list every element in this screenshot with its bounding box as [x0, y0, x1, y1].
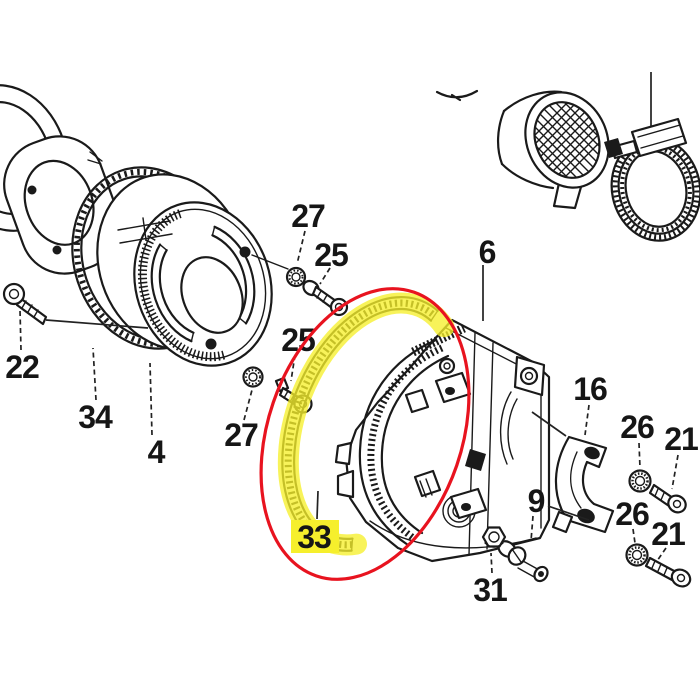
- mesh-tube: [497, 90, 612, 210]
- washer-26-lower: [625, 543, 649, 567]
- part-label-27-lower: 27: [224, 417, 258, 453]
- label-33-highlight-box: [291, 520, 339, 553]
- plug-9: [497, 540, 549, 583]
- nut-27-upper: [285, 266, 307, 288]
- leader-lines: [19, 230, 679, 574]
- cropped-part-edge: [435, 89, 479, 102]
- part-label-6: 6: [479, 234, 496, 270]
- part-label-27-upper: 27: [291, 198, 325, 234]
- part-label-16: 16: [573, 371, 607, 407]
- nut-31: [481, 526, 507, 548]
- part-label-26-upper: 26: [620, 409, 654, 445]
- case-6: [334, 318, 551, 563]
- drum-4: [96, 173, 289, 367]
- washer-26-upper: [628, 469, 652, 493]
- part-label-25-upper: 25: [314, 237, 348, 273]
- bolt-21-upper: [648, 483, 687, 514]
- bracket-16: [551, 435, 615, 534]
- part-label-34: 34: [78, 399, 113, 435]
- part-label-21-lower: 21: [651, 516, 685, 552]
- red-circle-annotation: [259, 287, 471, 581]
- part-label-4: 4: [148, 434, 166, 470]
- bolt-25-upper: [302, 279, 349, 317]
- hose-clamp: [604, 72, 700, 242]
- part-label-31: 31: [473, 572, 507, 608]
- bolt-22: [2, 282, 48, 326]
- part-label-26-lower: 26: [615, 496, 649, 532]
- bolt-21-lower: [644, 556, 692, 588]
- washer-27-lower: [242, 366, 264, 388]
- part-label-21-upper: 21: [664, 421, 698, 457]
- part-label-22: 22: [5, 349, 39, 385]
- part-label-33: 33: [297, 519, 331, 555]
- part-label-9: 9: [528, 483, 545, 519]
